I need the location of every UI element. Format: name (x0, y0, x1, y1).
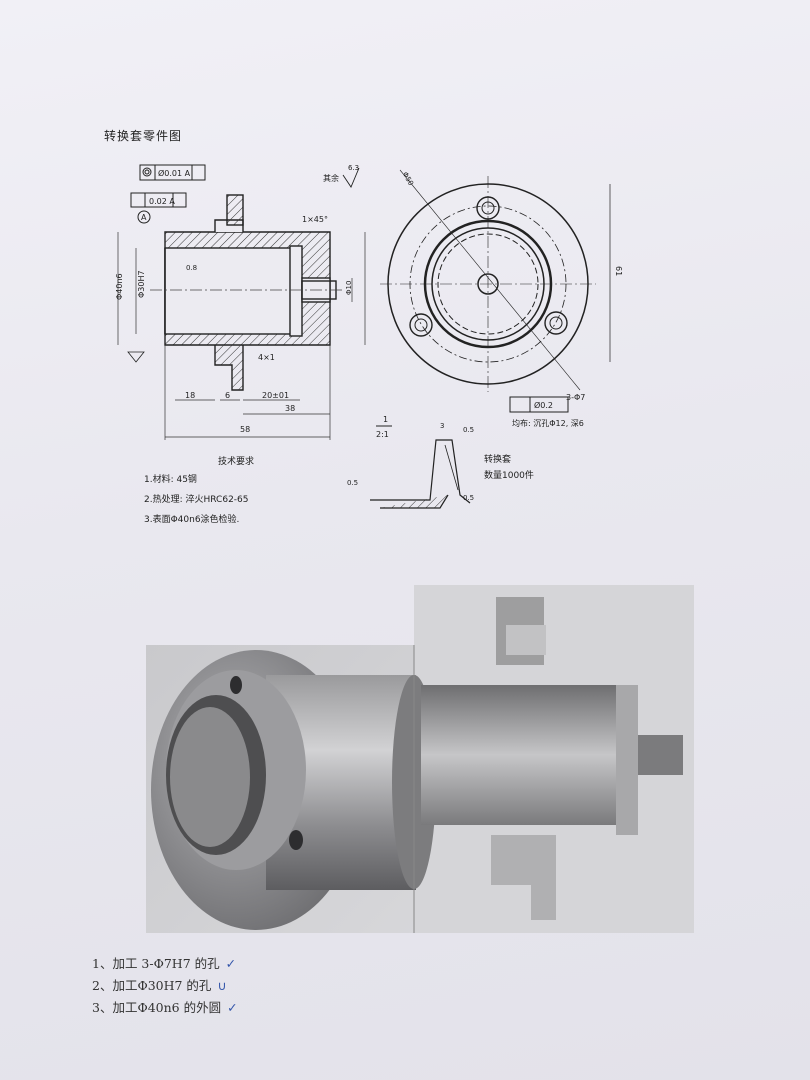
dim-ref: 4×1 (258, 353, 275, 362)
note-1: 1.材料: 45钢 (144, 475, 197, 485)
groove1: 0.5 (463, 426, 474, 434)
dim-d4: 6 (225, 391, 230, 400)
step-2-text: 2、加工Φ30H7 的孔 (92, 978, 212, 993)
step-1: 1、加工 3-Φ7H7 的孔 ✓ (92, 953, 238, 975)
dim-chamfer: 1×45° (302, 215, 328, 224)
notes-heading: 技术要求 (218, 457, 255, 467)
part-name: 转换套 (484, 455, 512, 465)
note-2: 2.热处理: 淬火HRC62-65 (144, 495, 249, 505)
holes-note: 均布: 沉孔Φ12, 深6 (512, 418, 584, 428)
check-mark-icon: ✓ (227, 1000, 238, 1015)
groove2: 3 (440, 422, 444, 430)
datum-label: A (141, 213, 147, 222)
engineering-drawing: Ø0.01 A 0.02 A A (115, 164, 623, 509)
datum-circle (137, 210, 151, 224)
detail-groove (370, 439, 471, 509)
scale-num: 1 (383, 415, 388, 424)
groove3: 0.5 (347, 479, 358, 487)
section-view (164, 194, 337, 391)
drawing-title: 转换套零件图 (104, 129, 183, 143)
dim-pcd: Φ50 (401, 171, 415, 187)
dim-bolt: 3-Φ7 (566, 393, 585, 402)
rough-symbol (127, 351, 145, 363)
part-quantity: 数量1000件 (484, 471, 534, 481)
tolerance-frame-1 (139, 164, 206, 181)
step-1-text: 1、加工 3-Φ7H7 的孔 (92, 956, 220, 971)
tol1-text: Ø0.01 A (158, 168, 191, 178)
scale-den: 2:1 (376, 430, 389, 439)
check-mark-icon: ✓ (225, 956, 237, 971)
tol2-text: 0.02 A (149, 197, 175, 206)
step-3: 3、加工Φ40n6 的外圆 ✓ (92, 997, 238, 1019)
dim-d1: 38 (285, 404, 295, 413)
dim-d5: 18 (185, 391, 195, 400)
check-mark-icon: ∪ (217, 978, 227, 993)
process-steps: 1、加工 3-Φ7H7 的孔 ✓ 2、加工Φ30H7 的孔 ∪ 3、加工Φ40n6 … (92, 953, 238, 1019)
other-rough: 其余 (323, 173, 339, 183)
rough-63: 6.3 (348, 164, 359, 172)
tol3-text: Ø0.2 (534, 400, 553, 410)
step-2: 2、加工Φ30H7 的孔 ∪ (92, 975, 238, 997)
rough-08: 0.8 (186, 264, 197, 272)
dim-overall: 58 (240, 425, 250, 434)
dim-phi30: Φ30H7 (137, 270, 146, 298)
dim-phi-small: Φ10 (345, 281, 353, 295)
dim-d3: 20±01 (262, 391, 289, 400)
front-view (380, 169, 611, 392)
groove4: 0.5 (463, 494, 474, 502)
dim-phi40: Φ40n6 (115, 273, 124, 300)
dim-fl: 61 (614, 266, 623, 276)
step-3-text: 3、加工Φ40n6 的外圆 (92, 1000, 222, 1015)
tolerance-frame-2 (130, 192, 187, 208)
3d-render-image (146, 585, 694, 933)
note-3: 3.表面Φ40n6涂色检验. (144, 515, 240, 525)
